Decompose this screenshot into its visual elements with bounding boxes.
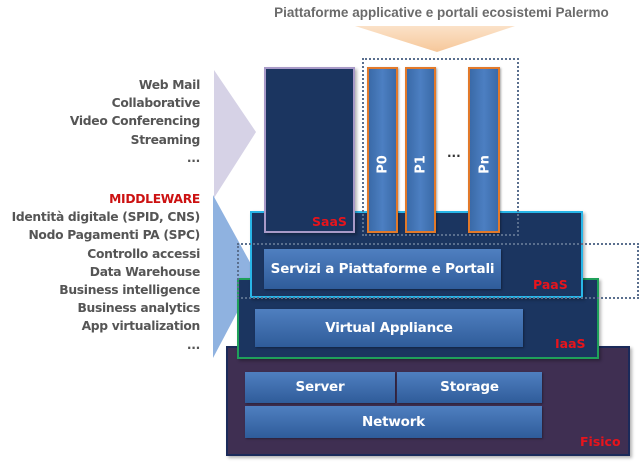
middleware-item: Identità digitale (SPID, CNS)	[11, 210, 201, 225]
saas-arrow-icon	[214, 70, 256, 198]
server-block: Server	[245, 372, 395, 403]
middleware-item: Nodo Pagamenti PA (SPC)	[28, 228, 200, 243]
middleware-item: Business analytics	[77, 301, 200, 316]
virtual-appliance-block: Virtual Appliance	[255, 309, 523, 347]
down-arrow-icon	[355, 26, 515, 52]
middleware-item: ...	[186, 337, 200, 352]
service-item: Video Conferencing	[69, 114, 200, 129]
fisico-label: Fisico	[580, 434, 621, 449]
service-item: ...	[186, 150, 200, 165]
middleware-arrow-icon	[213, 195, 257, 358]
service-item: Streaming	[130, 132, 201, 147]
iaas-label: IaaS	[555, 336, 586, 351]
middleware-list: MIDDLEWARE Identità digitale (SPID, CNS)…	[11, 190, 201, 354]
platforms-dotted-box	[362, 58, 519, 236]
servizi-piattaforme-block: Servizi a Piattaforme e Portali	[264, 249, 501, 289]
middleware-heading: MIDDLEWARE	[109, 192, 200, 206]
diagram-title: Piattaforme applicative e portali ecosis…	[274, 5, 609, 20]
storage-block: Storage	[397, 372, 542, 403]
saas-label: SaaS	[312, 214, 347, 229]
platform-p1: P1	[405, 67, 436, 233]
middleware-item: App virtualization	[81, 319, 201, 334]
middleware-item: Business intelligence	[59, 283, 200, 298]
platform-p0: P0	[367, 67, 398, 233]
saas-layer	[264, 67, 355, 233]
paas-label: PaaS	[533, 277, 568, 292]
saas-services-list: Web Mail Collaborative Video Conferencin…	[70, 76, 200, 167]
middleware-item: Data Warehouse	[89, 264, 201, 279]
middleware-dotted-box	[237, 243, 639, 299]
service-item: Collaborative	[111, 96, 201, 111]
platform-ellipsis: ...	[447, 146, 461, 160]
service-item: Web Mail	[138, 78, 200, 92]
middleware-item: Controllo accessi	[87, 246, 200, 261]
network-block: Network	[245, 406, 542, 438]
platform-pn: Pn	[468, 67, 500, 233]
